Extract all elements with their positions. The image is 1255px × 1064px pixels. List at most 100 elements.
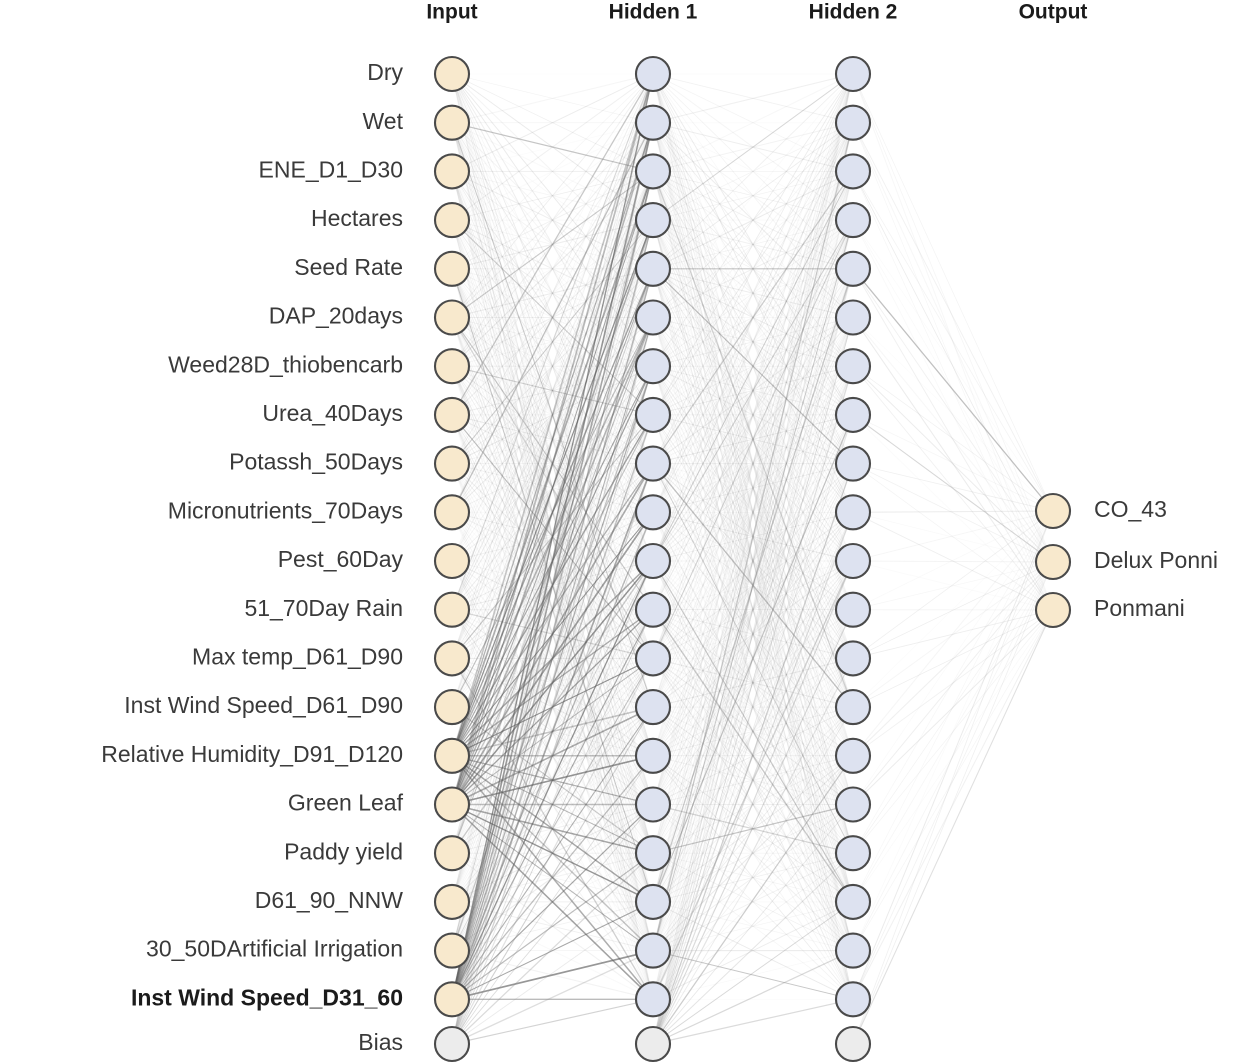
hidden2-node-13[interactable] <box>834 640 872 677</box>
hidden2-node-17[interactable] <box>834 835 872 872</box>
hidden2-node-15[interactable] <box>834 737 872 774</box>
output-node-3[interactable] <box>1034 591 1072 629</box>
connection-edge <box>652 852 854 951</box>
connection-edge <box>652 706 854 805</box>
connection-edge <box>652 73 854 805</box>
connection-edge <box>852 414 1054 563</box>
hidden2-node-20[interactable] <box>834 981 872 1018</box>
hidden1-node-10[interactable] <box>634 494 672 531</box>
connection-edge <box>852 609 1054 1045</box>
hidden1-node-18[interactable] <box>634 883 672 920</box>
hidden1-node-14[interactable] <box>634 689 672 726</box>
input-node-13[interactable] <box>433 640 471 677</box>
connection-edge <box>852 122 1054 563</box>
hidden1-bias-node[interactable] <box>634 1025 672 1063</box>
hidden2-node-2[interactable] <box>834 104 872 141</box>
input-node-17[interactable] <box>433 835 471 872</box>
connection-edge <box>852 561 1054 951</box>
hidden1-node-5[interactable] <box>634 250 672 287</box>
hidden2-node-9[interactable] <box>834 445 872 482</box>
connection-edge <box>652 804 854 903</box>
connection-edge <box>652 414 854 1000</box>
hidden1-node-12[interactable] <box>634 591 672 628</box>
input-node-7[interactable] <box>433 348 471 385</box>
input-label-6: DAP_20days <box>269 303 403 329</box>
connection-edge <box>451 73 654 902</box>
column-header-4: Output <box>1019 1 1088 24</box>
input-node-3[interactable] <box>433 153 471 190</box>
connection-edge <box>652 512 854 1000</box>
hidden2-bias-node[interactable] <box>834 1025 872 1063</box>
hidden1-node-2[interactable] <box>634 104 672 141</box>
connection-edge <box>852 73 1054 563</box>
hidden2-node-11[interactable] <box>834 542 872 580</box>
hidden1-node-1[interactable] <box>634 55 672 93</box>
connection-edge <box>652 122 854 172</box>
connection-edge <box>451 122 654 270</box>
connection-edge <box>652 122 854 270</box>
hidden2-node-19[interactable] <box>834 932 872 969</box>
input-node-2[interactable] <box>433 104 471 141</box>
hidden1-node-17[interactable] <box>634 835 672 872</box>
connection-edge <box>652 171 854 805</box>
connection-edge <box>652 171 854 659</box>
hidden1-node-13[interactable] <box>634 640 672 677</box>
connection-edge <box>852 510 1054 903</box>
connection-edge <box>852 122 1054 611</box>
hidden1-node-20[interactable] <box>634 981 672 1018</box>
connection-edge <box>451 73 654 172</box>
input-node-11[interactable] <box>433 542 471 580</box>
input-node-6[interactable] <box>433 299 471 336</box>
output-node-1[interactable] <box>1034 492 1072 530</box>
hidden1-node-15[interactable] <box>634 737 672 774</box>
input-node-16[interactable] <box>433 786 471 823</box>
hidden2-node-8[interactable] <box>834 396 872 433</box>
hidden1-node-8[interactable] <box>634 396 672 433</box>
input-label-8: Urea_40Days <box>262 400 403 426</box>
input-node-14[interactable] <box>433 689 471 726</box>
connection-edge <box>852 510 1054 513</box>
hidden2-node-16[interactable] <box>834 786 872 823</box>
input-node-20[interactable] <box>433 981 471 1018</box>
input-node-1[interactable] <box>433 55 471 93</box>
hidden1-node-16[interactable] <box>634 786 672 823</box>
input-bias-node[interactable] <box>433 1025 471 1063</box>
connection-edge <box>652 658 854 951</box>
hidden1-node-9[interactable] <box>634 445 672 482</box>
hidden2-node-3[interactable] <box>834 153 872 190</box>
hidden2-node-6[interactable] <box>834 299 872 336</box>
hidden1-node-4[interactable] <box>634 202 672 239</box>
connection-edge <box>652 755 854 951</box>
connection-edge <box>652 901 854 1045</box>
input-node-5[interactable] <box>433 250 471 287</box>
hidden2-node-14[interactable] <box>834 689 872 726</box>
input-node-9[interactable] <box>433 445 471 482</box>
connection-edge <box>652 268 854 854</box>
hidden2-node-4[interactable] <box>834 202 872 239</box>
connection-edge <box>652 73 854 562</box>
hidden1-node-3[interactable] <box>634 153 672 190</box>
hidden2-node-12[interactable] <box>834 591 872 628</box>
input-node-19[interactable] <box>433 932 471 969</box>
input-node-18[interactable] <box>433 883 471 920</box>
input-node-12[interactable] <box>433 591 471 628</box>
connection-edge <box>451 171 654 610</box>
hidden2-node-1[interactable] <box>834 55 872 93</box>
hidden1-node-19[interactable] <box>634 932 672 969</box>
hidden1-node-6[interactable] <box>634 299 672 336</box>
output-node-2[interactable] <box>1034 543 1072 581</box>
input-node-10[interactable] <box>433 494 471 531</box>
hidden2-node-10[interactable] <box>834 494 872 531</box>
hidden1-node-7[interactable] <box>634 348 672 385</box>
connection-edge <box>652 414 854 951</box>
connection-edge <box>451 219 654 1000</box>
connection-edge <box>652 366 854 903</box>
input-node-15[interactable] <box>433 737 471 774</box>
hidden2-node-5[interactable] <box>834 250 872 287</box>
hidden2-node-18[interactable] <box>834 883 872 920</box>
input-node-4[interactable] <box>433 202 471 239</box>
connection-edge <box>652 560 854 659</box>
input-node-8[interactable] <box>433 396 471 433</box>
hidden1-node-11[interactable] <box>634 542 672 580</box>
hidden2-node-7[interactable] <box>834 348 872 385</box>
